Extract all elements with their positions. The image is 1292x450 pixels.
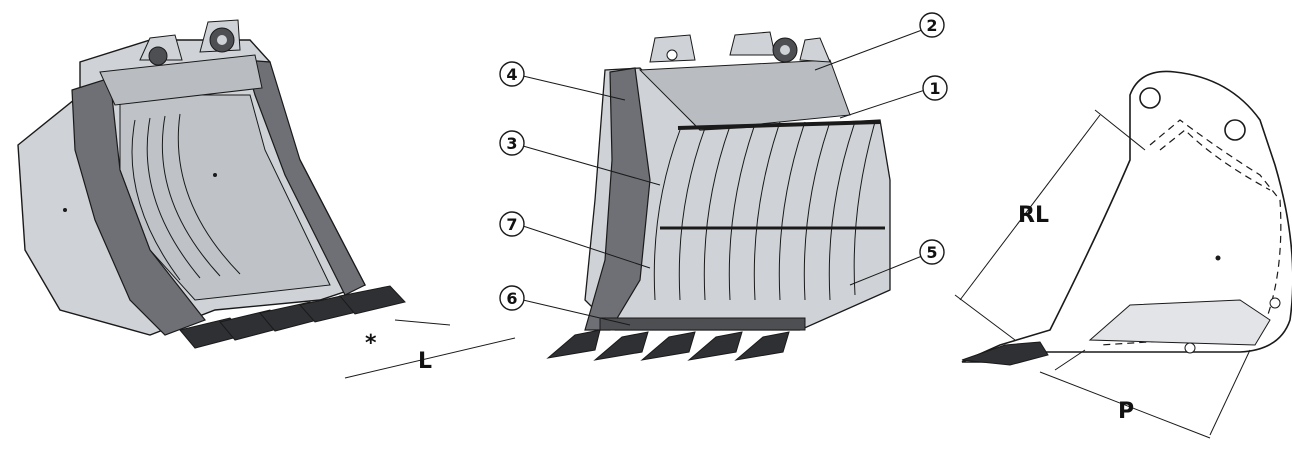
callout-4-number: 4 bbox=[506, 65, 517, 84]
grid-bar bbox=[703, 125, 731, 301]
profile-hole bbox=[1184, 342, 1196, 354]
middle-tooth bbox=[734, 331, 790, 361]
top-crossbar bbox=[677, 120, 881, 130]
callout-6: 6 bbox=[499, 285, 631, 326]
profile-bolt bbox=[1215, 255, 1221, 261]
profile-hole bbox=[1269, 297, 1281, 309]
profile-pin-hole-1 bbox=[1139, 87, 1161, 109]
callout-5-number: 5 bbox=[926, 243, 937, 262]
grid-bar bbox=[728, 123, 756, 301]
p-dimension-line bbox=[1039, 371, 1211, 439]
left-pin-2-hole bbox=[217, 35, 227, 45]
profile-tooth bbox=[961, 341, 1049, 366]
callout-1: 1 bbox=[839, 75, 948, 119]
p-extension-line bbox=[1209, 349, 1251, 436]
callout-2: 2 bbox=[814, 12, 945, 71]
left-side-plate bbox=[71, 77, 206, 336]
dimension-star-label: * bbox=[365, 331, 377, 356]
callout-7-number: 7 bbox=[506, 215, 517, 234]
callouts: 1 2 3 4 5 bbox=[499, 12, 948, 326]
callout-2-number: 2 bbox=[926, 16, 937, 35]
profile-inner-dashed-2 bbox=[1159, 129, 1271, 191]
callout-3-circle bbox=[499, 130, 525, 156]
middle-hitch-ear-1 bbox=[649, 34, 696, 63]
callout-1-circle bbox=[922, 75, 948, 101]
rl-extension-line bbox=[954, 294, 1016, 341]
callout-2-leader bbox=[814, 29, 923, 71]
middle-tooth bbox=[593, 331, 649, 361]
left-dimension-lines bbox=[344, 319, 516, 379]
grid-bar bbox=[653, 129, 681, 301]
callout-3: 3 bbox=[499, 130, 661, 186]
middle-hitch-ear-2 bbox=[729, 31, 776, 56]
callout-7: 7 bbox=[499, 211, 651, 269]
callout-7-leader bbox=[522, 225, 651, 269]
left-hitch-plate bbox=[99, 54, 263, 106]
p-extension-line bbox=[1054, 349, 1086, 371]
left-bucket-view: L * bbox=[17, 19, 516, 379]
left-bolt bbox=[63, 208, 67, 212]
right-side-plate bbox=[244, 59, 366, 296]
grid-bar bbox=[853, 121, 876, 296]
middle-cutting-edge bbox=[599, 317, 806, 331]
callout-6-circle bbox=[499, 285, 525, 311]
left-rib bbox=[146, 117, 201, 279]
left-rib bbox=[161, 115, 221, 277]
middle-hitch-ear-3 bbox=[799, 37, 831, 63]
grid-bar bbox=[678, 127, 706, 301]
left-rib bbox=[177, 113, 241, 275]
width-dimension-line bbox=[344, 337, 516, 379]
rl-extension-line bbox=[1094, 109, 1146, 151]
callout-5: 5 bbox=[849, 239, 945, 286]
dimension-l-label: L bbox=[418, 349, 432, 374]
left-bolt bbox=[213, 173, 217, 177]
left-teeth bbox=[179, 285, 406, 349]
left-rib bbox=[131, 119, 181, 281]
callout-3-leader bbox=[522, 145, 661, 186]
middle-tooth bbox=[546, 329, 601, 359]
callout-5-circle bbox=[919, 239, 945, 265]
grid-bar bbox=[753, 121, 781, 301]
callout-1-number: 1 bbox=[929, 79, 940, 98]
rl-dimension-line bbox=[959, 114, 1101, 301]
grid-bar bbox=[828, 121, 856, 301]
callout-4-circle bbox=[499, 61, 525, 87]
callout-1-leader bbox=[839, 89, 926, 119]
callout-4: 4 bbox=[499, 61, 626, 101]
middle-bucket-view: 1 2 3 4 5 bbox=[499, 12, 948, 361]
middle-tooth bbox=[687, 331, 743, 361]
left-inner-ribs bbox=[131, 113, 241, 281]
left-tooth bbox=[339, 285, 406, 315]
left-pin-1 bbox=[148, 46, 168, 66]
callout-7-circle bbox=[499, 211, 525, 237]
callout-3-number: 3 bbox=[506, 134, 517, 153]
middle-pin-hole bbox=[780, 45, 790, 55]
dimension-p-label: P bbox=[1118, 399, 1134, 424]
callout-2-circle bbox=[919, 12, 945, 38]
middle-hole bbox=[666, 49, 678, 61]
callout-5-leader bbox=[849, 255, 923, 286]
dimension-rl-label: RL bbox=[1018, 203, 1049, 228]
middle-grid-bars bbox=[653, 120, 885, 301]
grid-bar bbox=[803, 121, 831, 301]
callout-6-number: 6 bbox=[506, 289, 517, 308]
middle-tooth bbox=[640, 331, 696, 361]
profile-pin-hole-2 bbox=[1224, 119, 1246, 141]
callout-6-leader bbox=[522, 299, 631, 326]
profile-dimension-lines bbox=[954, 109, 1251, 439]
profile-inner-dashed bbox=[1099, 119, 1282, 346]
profile-bottom-plate bbox=[1088, 299, 1271, 346]
callout-4-leader bbox=[522, 75, 626, 101]
middle-teeth bbox=[546, 329, 790, 361]
tooth-spacing-line bbox=[394, 319, 451, 326]
grid-bar bbox=[778, 121, 806, 301]
right-profile-view: RL P bbox=[954, 70, 1292, 439]
